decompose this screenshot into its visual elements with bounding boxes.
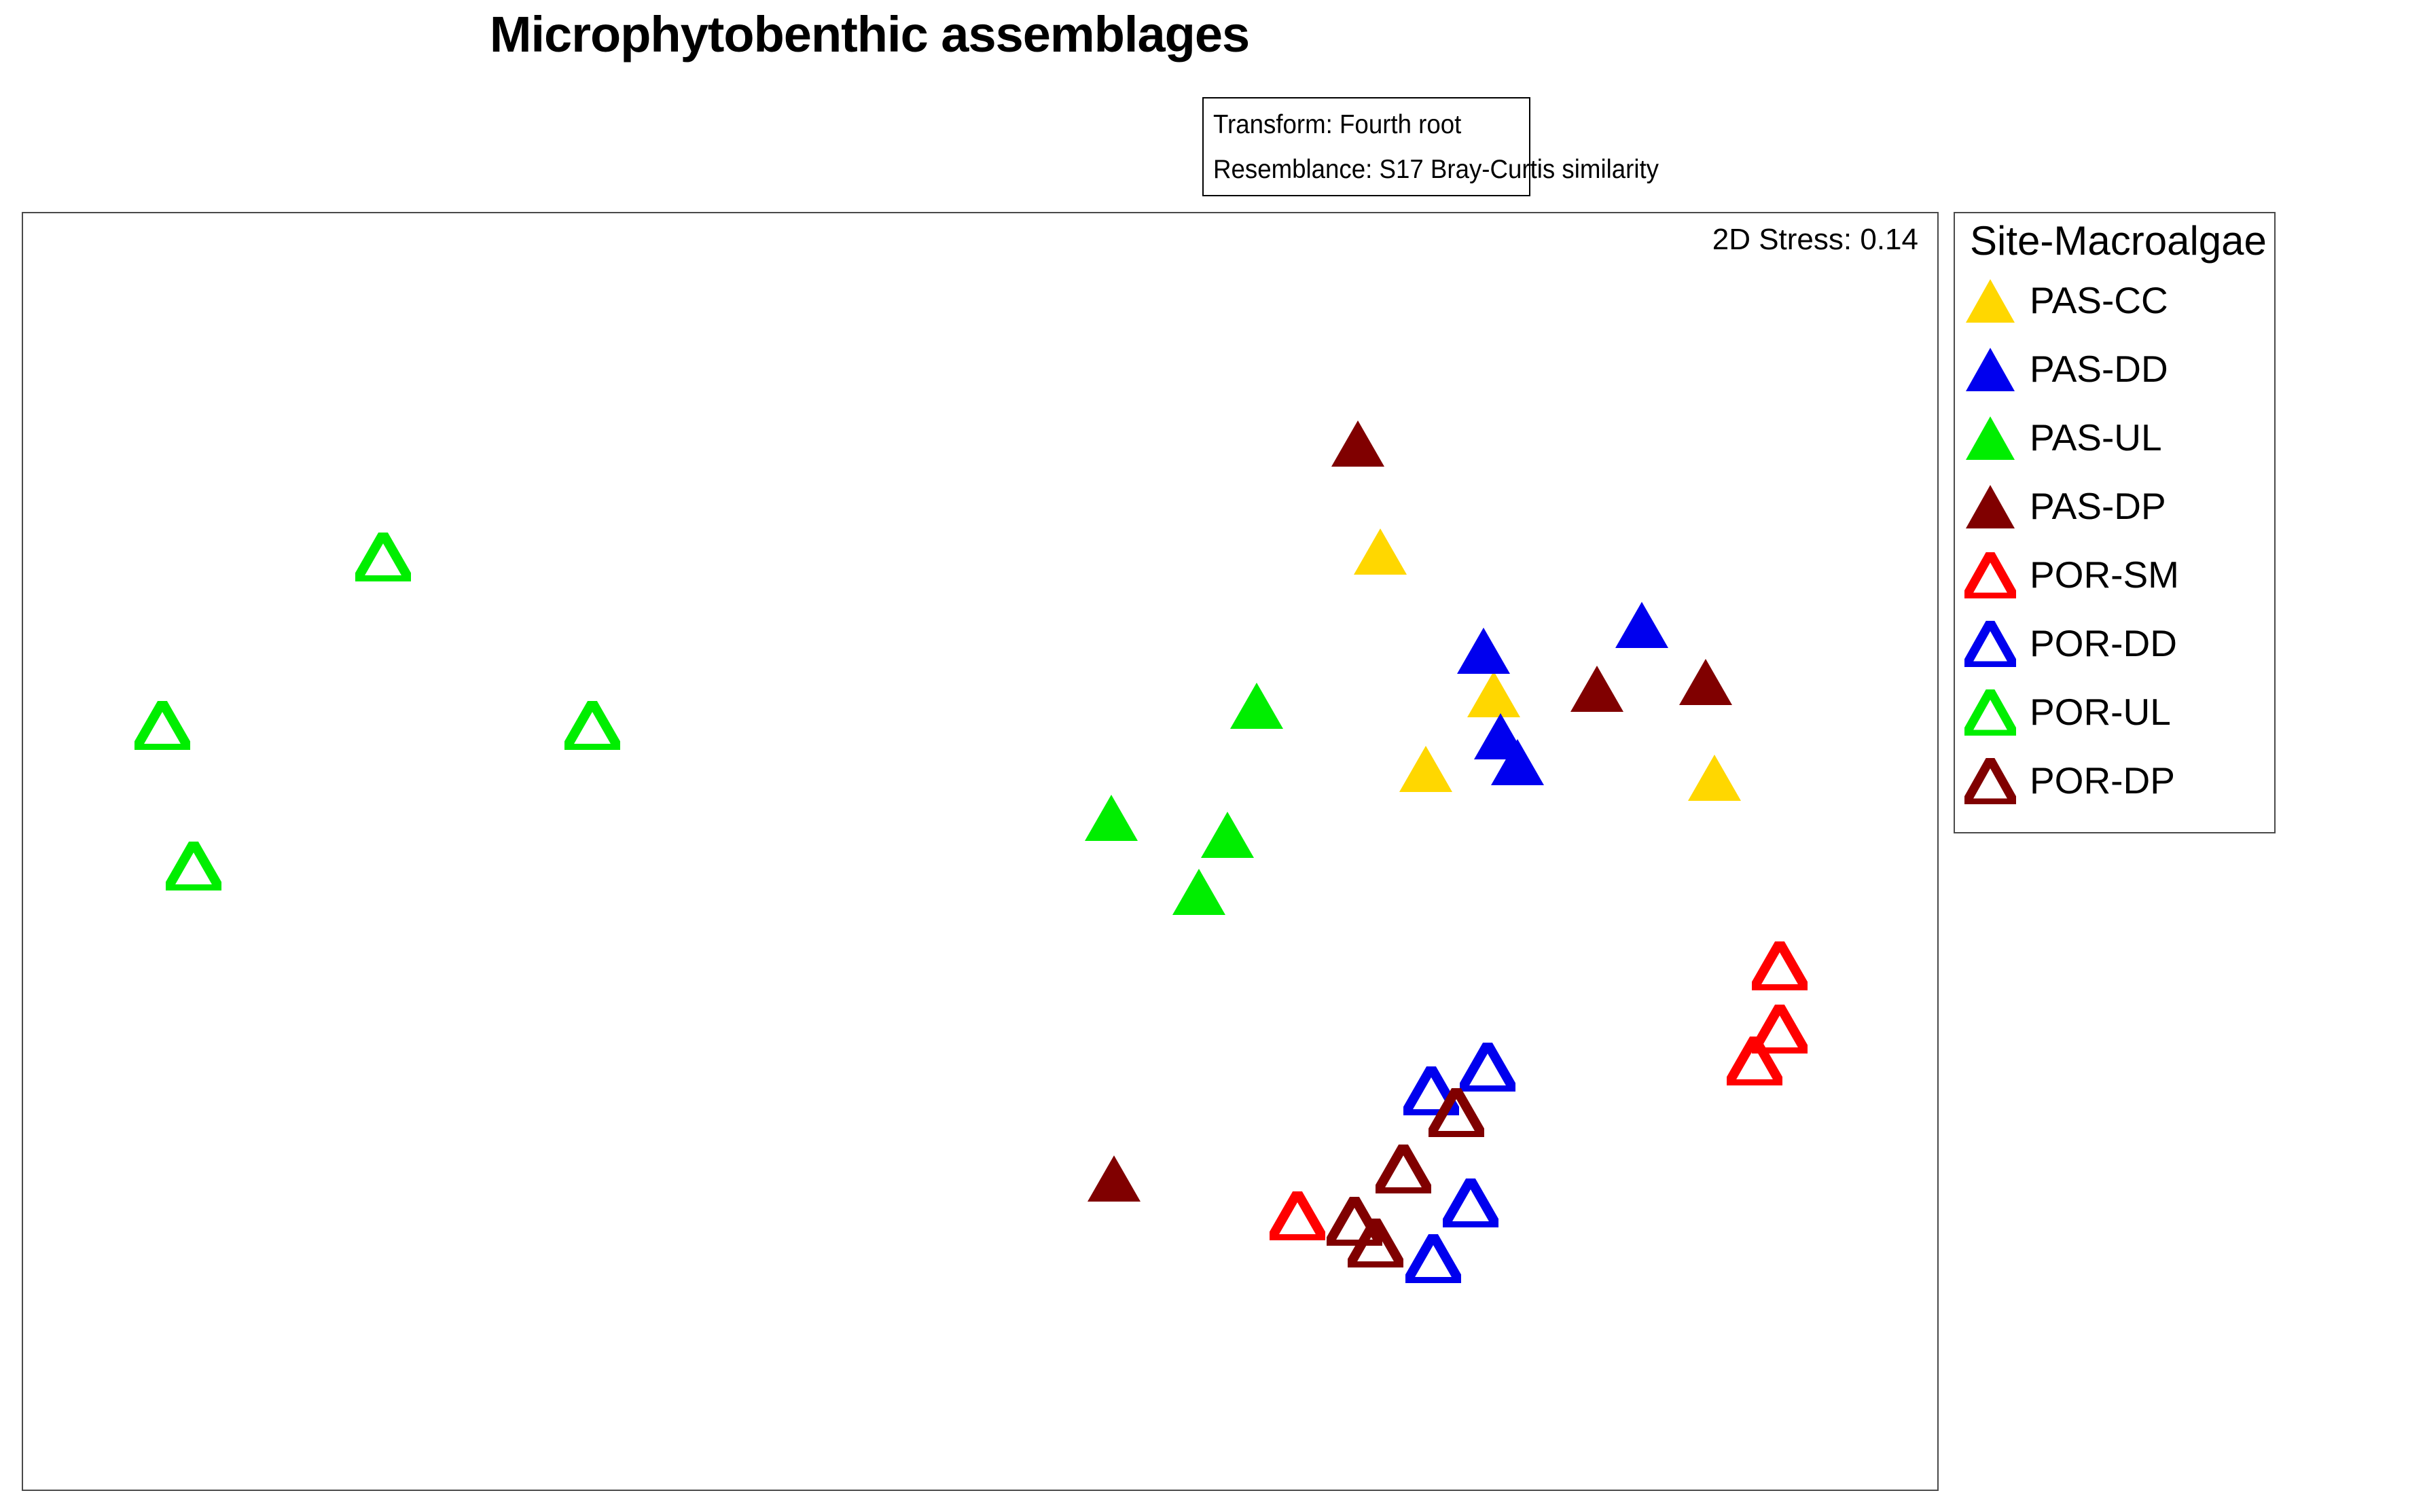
triangle-marker-icon (1330, 419, 1386, 468)
legend-item-por-ul[interactable]: POR-UL (1955, 678, 2274, 746)
stress-label: 2D Stress: 0.14 (1712, 223, 1918, 256)
legend-item-pas-cc[interactable]: PAS-CC (1955, 266, 2274, 335)
triangle-marker-icon (1964, 552, 2016, 598)
legend-item-por-sm[interactable]: POR-SM (1955, 541, 2274, 609)
legend-item-pas-ul[interactable]: PAS-UL (1955, 403, 2274, 472)
triangle-marker-icon (1200, 810, 1255, 859)
triangle-marker-icon (1421, 1079, 1492, 1140)
legend-item-label: PAS-DP (2030, 485, 2166, 527)
triangle-marker-icon (1435, 1170, 1506, 1231)
ordination-plot-area: 2D Stress: 0.14 (22, 212, 1939, 1491)
triangle-marker-icon (1398, 1225, 1469, 1286)
legend-item-por-dp[interactable]: POR-DP (1955, 746, 2274, 815)
triangle-marker-icon (1086, 1154, 1142, 1203)
triangle-marker-icon (1396, 1058, 1467, 1119)
triangle-marker-icon (1744, 996, 1815, 1057)
legend: Site-Macroalgae PAS-CC PAS-DD PAS-UL PAS-DP… (1954, 212, 2276, 833)
resemblance-line: Resemblance: S17 Bray-Curtis similarity (1213, 155, 1659, 184)
triangle-marker-icon (1964, 415, 2016, 461)
triangle-marker-icon (1744, 933, 1815, 994)
triangle-marker-icon (1964, 620, 2016, 667)
triangle-marker-icon (557, 692, 628, 753)
triangle-marker-icon (127, 692, 198, 753)
legend-title: Site-Macroalgae (1970, 218, 2267, 264)
triangle-marker-icon (1964, 689, 2016, 736)
legend-item-label: POR-DP (2030, 759, 2175, 802)
legend-item-label: PAS-CC (2030, 279, 2168, 321)
triangle-marker-icon (1398, 744, 1454, 793)
triangle-marker-icon (1687, 753, 1742, 802)
triangle-marker-icon (1368, 1136, 1439, 1197)
legend-item-pas-dp[interactable]: PAS-DP (1955, 472, 2274, 541)
legend-item-label: POR-DD (2030, 622, 2177, 664)
legend-rows: PAS-CC PAS-DD PAS-UL PAS-DP POR-SM POR-DD POR-… (1955, 266, 2274, 815)
triangle-marker-icon (1964, 484, 2016, 530)
triangle-marker-icon (1452, 1034, 1523, 1095)
transform-info-box: Transform: Fourth root Resemblance: S17 … (1202, 97, 1659, 196)
triangle-marker-icon (1229, 681, 1285, 730)
triangle-marker-icon (1678, 658, 1734, 706)
triangle-marker-icon (1456, 626, 1511, 675)
triangle-marker-icon (1569, 664, 1625, 713)
legend-item-label: POR-SM (2030, 554, 2179, 596)
triangle-marker-icon (1719, 1028, 1790, 1089)
triangle-marker-icon (1083, 793, 1139, 842)
triangle-marker-icon (1964, 346, 2016, 393)
triangle-marker-icon (1262, 1183, 1333, 1244)
triangle-marker-icon (1466, 670, 1522, 719)
legend-item-label: POR-UL (2030, 691, 2171, 733)
page-title: Microphytobenthic assemblages (489, 6, 1250, 62)
triangle-marker-icon (1319, 1188, 1390, 1249)
triangle-marker-icon (348, 524, 418, 585)
transform-line: Transform: Fourth root (1213, 110, 1462, 139)
legend-item-label: PAS-DD (2030, 348, 2168, 390)
legend-item-por-dd[interactable]: POR-DD (1955, 609, 2274, 678)
legend-item-label: PAS-UL (2030, 416, 2162, 458)
legend-item-pas-dd[interactable]: PAS-DD (1955, 335, 2274, 403)
triangle-marker-icon (1614, 600, 1670, 649)
triangle-marker-icon (1171, 867, 1227, 916)
triangle-marker-icon (1340, 1210, 1411, 1271)
triangle-marker-icon (158, 833, 229, 894)
triangle-marker-icon (1964, 278, 2016, 324)
triangle-marker-icon (1352, 527, 1408, 576)
triangle-marker-icon (1964, 757, 2016, 804)
triangle-marker-icon (1490, 738, 1545, 787)
